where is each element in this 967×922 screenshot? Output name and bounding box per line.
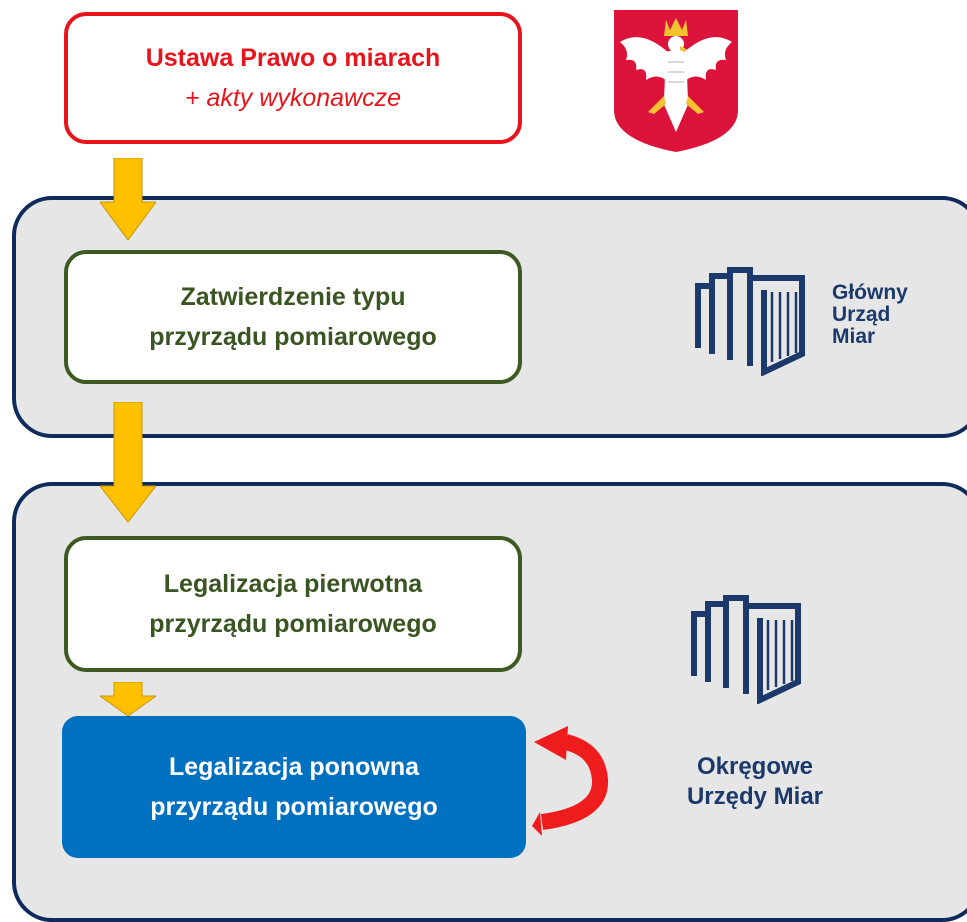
initial-verification-line2: przyrządu pomiarowego — [149, 610, 437, 638]
gum-logo-text: Główny Urząd Miar — [832, 282, 908, 348]
type-approval-box: Zatwierdzenie typu przyrządu pomiarowego — [64, 250, 522, 384]
law-subtitle: + akty wykonawcze — [184, 84, 402, 112]
polish-coat-of-arms-icon — [612, 8, 740, 154]
gum-logo-line1: Główny — [832, 281, 908, 304]
oum-label-line1: Okręgowe — [696, 753, 814, 780]
oum-label-line2: Urzędy Miar — [686, 783, 824, 810]
law-title: Ustawa Prawo o miarach — [145, 44, 441, 72]
initial-verification-line1: Legalizacja pierwotna — [163, 570, 423, 598]
reverification-line2: przyrządu pomiarowego — [150, 793, 438, 821]
law-box: Ustawa Prawo o miarach + akty wykonawcze — [64, 12, 522, 144]
reverification-line1: Legalizacja ponowna — [168, 753, 420, 781]
gum-logo-icon — [690, 262, 820, 377]
reverification-box: Legalizacja ponowna przyrządu pomiaroweg… — [62, 716, 526, 858]
gum-logo-line2: Urząd — [832, 303, 891, 326]
gum-logo-line3: Miar — [832, 325, 876, 348]
arrow-type-approval-to-initial — [98, 401, 158, 529]
arrow-initial-to-reverification — [98, 681, 158, 723]
type-approval-line2: przyrządu pomiarowego — [149, 323, 437, 351]
oum-label: Okręgowe Urzędy Miar — [650, 752, 860, 812]
loop-arrow-icon — [528, 722, 618, 848]
initial-verification-box: Legalizacja pierwotna przyrządu pomiarow… — [64, 536, 522, 672]
oum-logo-icon — [686, 590, 816, 705]
arrow-law-to-type-approval — [99, 157, 157, 247]
type-approval-line1: Zatwierdzenie typu — [180, 283, 406, 311]
